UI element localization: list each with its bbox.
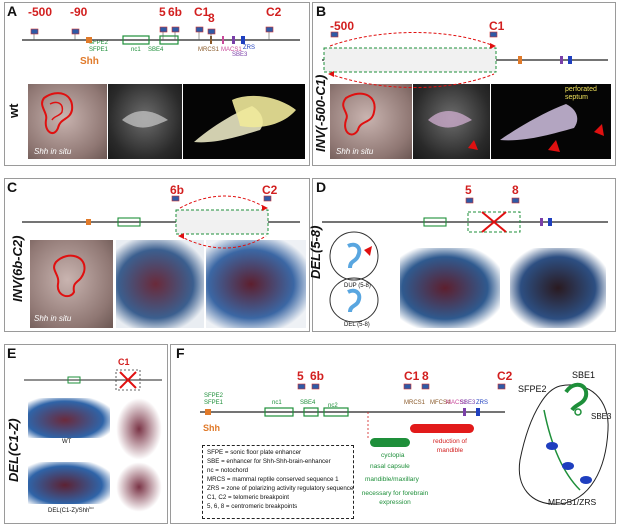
f-mfcs4: MFCS4: [430, 400, 451, 406]
f-mrcs1: MRCS1: [404, 400, 426, 406]
f-pheno-3: necessary for forebrain expression: [361, 490, 429, 506]
a-zrs: ZRS: [243, 45, 255, 51]
bp-a-minus500: -500: [28, 5, 53, 19]
f-sbe4: SBE4: [300, 400, 316, 406]
d-photo-skull-2: [510, 248, 606, 328]
f-embryo-sfpe2: SFPE2: [518, 384, 547, 394]
bp-d-5: 5: [465, 183, 472, 197]
f-bar-red: [410, 424, 474, 433]
panel-f-letter: F: [176, 345, 185, 361]
a-track: [22, 26, 300, 45]
e-track: [24, 369, 162, 391]
f-bar-red-label: reduction of mandible: [433, 438, 467, 454]
a-mrcs1: MRCS1: [198, 47, 220, 53]
legend-row: ZRS = zone of polarizing activity regula…: [207, 485, 354, 492]
legend-row: C1, C2 = telomeric breakpoint: [207, 494, 290, 501]
b-caption: Shh in situ: [336, 147, 374, 156]
e-caption-wt: WT: [62, 439, 72, 445]
panel-e-letter: E: [7, 345, 17, 361]
f-legend: SFPE = sonic floor plate enhancer SBE = …: [202, 445, 354, 519]
legend-row: SBE = enhancer for Shh-Shh-brain-enhance…: [207, 458, 331, 465]
bp-e-c1: C1: [118, 357, 130, 367]
d-embryo-diagrams: [329, 231, 379, 323]
f-embryo-mfcs1-zrs: MFCS1/ZRS: [548, 497, 597, 507]
bp-f-5: 5: [297, 369, 304, 383]
f-track: [200, 383, 506, 440]
a-sbe3: SBE3: [232, 52, 248, 58]
f-pheno-2: mandible/maxillary: [365, 476, 419, 483]
f-gene: Shh: [203, 423, 220, 433]
e-photo-del-skull: [28, 462, 110, 504]
f-embryo-sbe3: SBE3: [591, 412, 612, 421]
legend-row: 5, 6, 8 = centromeric breakpoints: [207, 503, 298, 510]
f-nc2: nc2: [328, 403, 338, 409]
bp-f-8: 8: [422, 369, 429, 383]
c-caption: Shh in situ: [34, 314, 72, 323]
f-bar-green: [370, 438, 410, 447]
panel-a-letter: A: [7, 3, 18, 19]
f-bar-green-label: cyclopia: [381, 452, 405, 459]
e-caption-del: DEL(C1-Z)/Shhko: [48, 505, 94, 514]
c-photo-skull-1: [116, 240, 204, 328]
e-caption-del-text: DEL(C1-Z)/Shh: [48, 508, 90, 514]
panel-c-letter: C: [7, 179, 18, 195]
f-macs1: MACS1: [446, 400, 467, 406]
b-note: perforated septum: [565, 86, 597, 101]
bp-b-c1: C1: [489, 19, 505, 33]
a-gene: Shh: [80, 56, 99, 67]
a-caption: Shh in situ: [34, 147, 72, 156]
bp-a-c1: C1: [194, 5, 210, 19]
a-sbe4: SBE4: [148, 47, 164, 53]
legend-row: MRCS = mammal reptile conserved sequence…: [207, 476, 339, 483]
f-sfpe2: SFPE2: [204, 393, 224, 399]
f-pheno-1: nasal capsule: [370, 463, 410, 470]
bp-f-6b: 6b: [310, 369, 325, 383]
d-track: [322, 197, 608, 233]
legend-row: nc = notochord: [207, 467, 249, 474]
c-track: [22, 195, 300, 249]
e-photo-wt-skull: [28, 398, 110, 438]
bp-f-c2: C2: [497, 369, 513, 383]
e-caption-del-sup: ko: [89, 505, 94, 510]
bp-a-8: 8: [208, 11, 215, 25]
e-photo-del-jaw: [116, 462, 162, 512]
a-sfpe2: SFPE2: [89, 40, 109, 46]
a-nc1: nc1: [131, 47, 141, 53]
f-sfpe1: SFPE1: [204, 400, 224, 406]
f-embryo-sbe1: SBE1: [572, 370, 596, 380]
d-del-label: DEL (5-8): [344, 322, 370, 328]
d-dup-label: DUP (5-8): [344, 283, 371, 289]
a-sfpe1: SFPE1: [89, 47, 109, 53]
c-photo-skull-2: [206, 240, 306, 328]
bp-b-minus500: -500: [330, 19, 355, 33]
panel-d-letter: D: [316, 179, 327, 195]
bp-c-c2: C2: [262, 183, 278, 197]
f-sbe3: SBE3: [460, 400, 476, 406]
a-macs1: MACS1: [221, 47, 242, 53]
bp-c-6b: 6b: [170, 183, 185, 197]
f-embryo: [518, 382, 609, 505]
bp-a-minus90: -90: [70, 5, 88, 19]
bp-f-c1: C1: [404, 369, 420, 383]
legend-row: SFPE = sonic floor plate enhancer: [207, 449, 302, 456]
f-nc1: nc1: [272, 400, 282, 406]
panel-b-letter: B: [316, 3, 327, 19]
f-zrs: ZRS: [476, 400, 488, 406]
bp-a-6b: 6b: [168, 5, 183, 19]
bp-d-8: 8: [512, 183, 519, 197]
bp-a-c2: C2: [266, 5, 282, 19]
d-photo-skull-1: [400, 248, 500, 328]
b-track: [322, 31, 608, 88]
bp-a-5: 5: [159, 5, 166, 19]
e-photo-wt-jaw: [116, 398, 162, 460]
